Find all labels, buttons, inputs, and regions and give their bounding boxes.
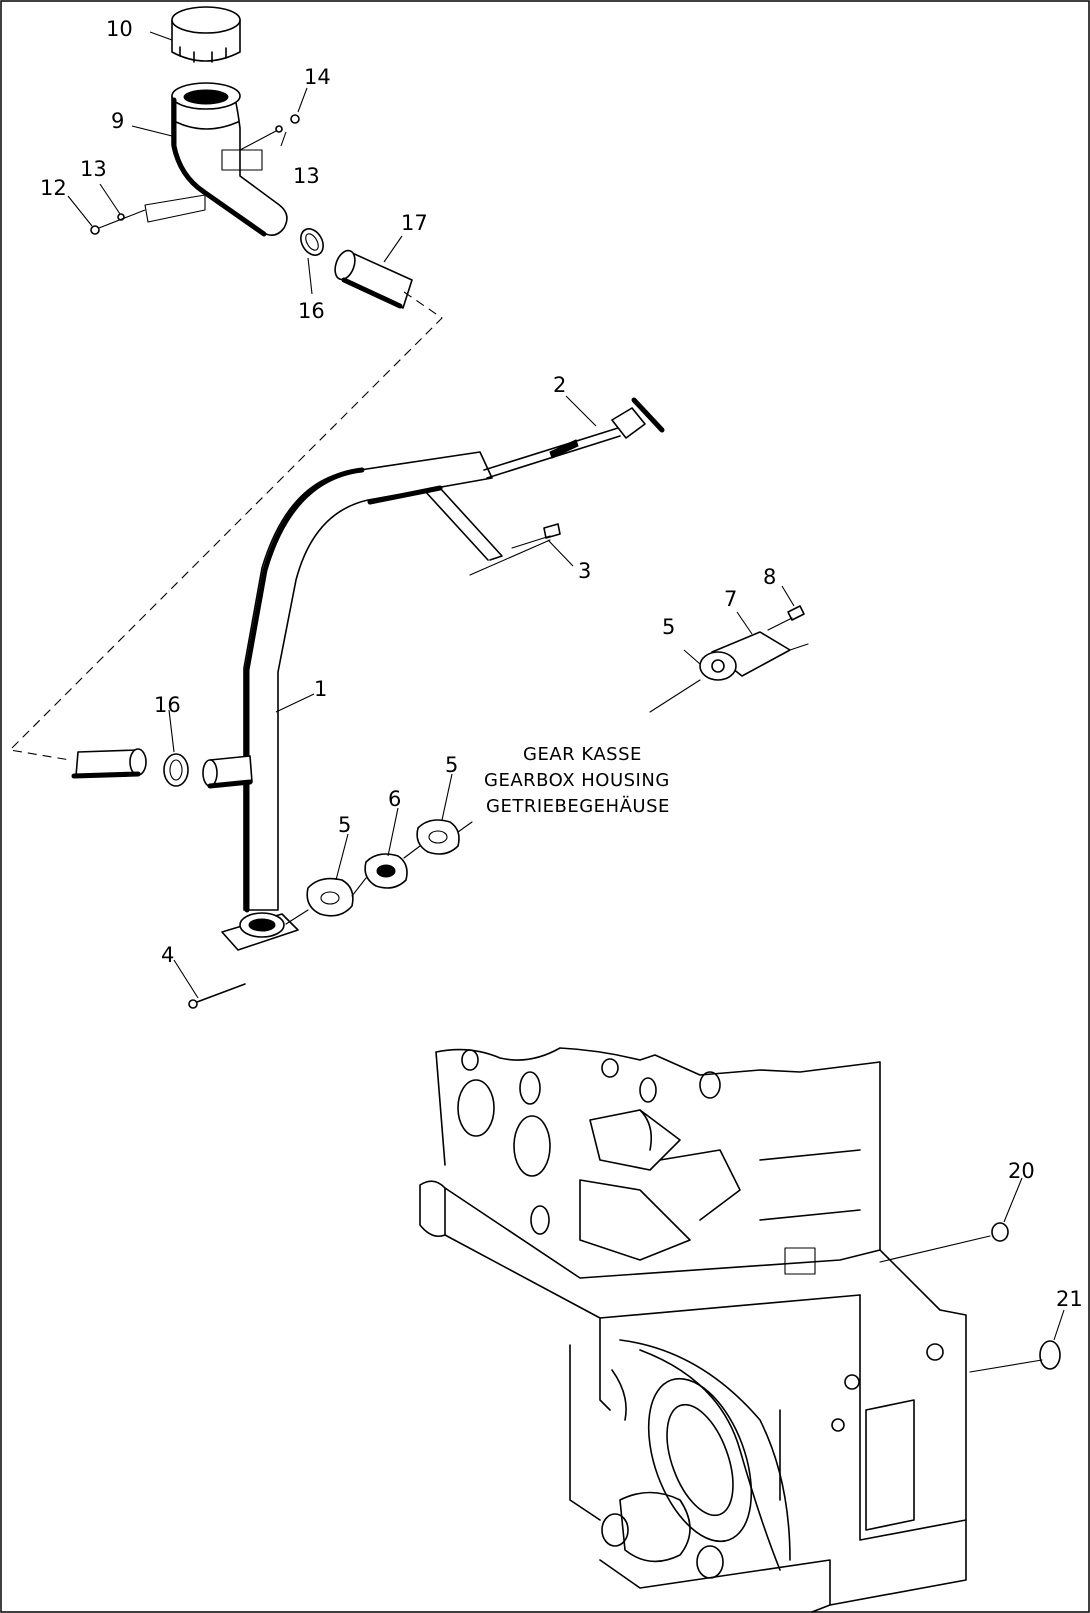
callout-20: 20 [1008, 1159, 1035, 1183]
callout-12: 12 [40, 176, 67, 200]
callout-13-right: 13 [293, 164, 320, 188]
gearbox-housing [419, 1047, 967, 1613]
callout-5-left: 5 [338, 813, 351, 837]
part-20-plug [879, 1222, 1009, 1263]
callout-5-upper: 5 [662, 615, 675, 639]
callout-16-upper: 16 [298, 299, 325, 323]
caption-line-1: GEAR KASSE [523, 744, 642, 765]
callout-1: 1 [314, 677, 327, 701]
callout-13-left: 13 [80, 157, 107, 181]
callout-3: 3 [578, 559, 591, 583]
part-2-dipstick [483, 397, 665, 479]
callout-7: 7 [724, 587, 737, 611]
leader-lines [67, 31, 1065, 1341]
callout-17: 17 [401, 211, 428, 235]
callout-21: 21 [1056, 1287, 1083, 1311]
callout-9: 9 [111, 109, 124, 133]
callout-4: 4 [161, 943, 174, 967]
bolt-13-14 [239, 114, 300, 151]
callout-10: 10 [106, 17, 133, 41]
part-7-adapter [649, 631, 809, 713]
hose-routing-line [8, 291, 443, 761]
callout-16-lower: 16 [154, 693, 181, 717]
part-17-hose [334, 249, 413, 309]
callout-6: 6 [388, 787, 401, 811]
part-21-plug [969, 1340, 1061, 1373]
housing-caption: GEAR KASSE GEARBOX HOUSING GETRIEBEGEHÄU… [484, 744, 670, 817]
part-17-hose-lower [71, 748, 147, 779]
callout-14: 14 [304, 65, 331, 89]
gasket-axis-line [285, 821, 473, 925]
part-6-gasket [364, 853, 408, 889]
part-4-bolt [188, 983, 246, 1009]
part-5-gasket-a [306, 877, 354, 917]
part-1-guide-tube [202, 451, 551, 951]
part-9-filler-neck [144, 82, 288, 237]
part-5-gasket-b [416, 819, 460, 855]
callout-2: 2 [553, 373, 566, 397]
callout-5-right: 5 [445, 753, 458, 777]
part-16-hose-clamp-upper [300, 228, 324, 256]
bolt-12-13 [90, 209, 146, 235]
part-3-bolt [511, 523, 561, 549]
part-8-bolt [767, 605, 805, 631]
callouts: 10 14 9 13 13 12 17 16 2 3 8 7 5 1 16 5 … [40, 17, 1083, 1311]
caption-line-2: GEARBOX HOUSING [484, 770, 670, 791]
part-10-filler-cap [171, 6, 241, 63]
part-16-hose-clamp-lower [163, 753, 189, 787]
caption-line-3: GETRIEBEGEHÄUSE [486, 796, 670, 817]
callout-8: 8 [763, 565, 776, 589]
